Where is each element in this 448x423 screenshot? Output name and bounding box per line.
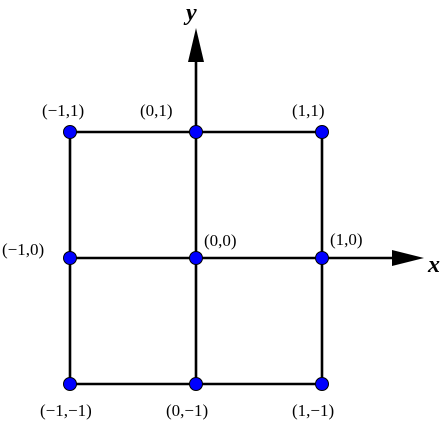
coordinate-label: (−1,−1)	[40, 401, 92, 420]
coordinate-label: (−1,0)	[2, 240, 44, 259]
grid-node	[315, 125, 329, 139]
coordinate-labels: (−1,1) (0,1) (1,1) (−1,0) (0,0) (1,0) (−1,−1) (…	[2, 101, 363, 420]
y-axis-label: y	[183, 0, 197, 26]
y-axis-arrow-icon	[188, 28, 204, 62]
grid-node	[315, 377, 329, 391]
x-axis-label: x	[427, 252, 440, 278]
grid-node	[63, 125, 77, 139]
grid-node	[315, 251, 329, 265]
grid-node	[189, 125, 203, 139]
x-axis-arrow-icon	[392, 250, 424, 266]
grid-node	[63, 377, 77, 391]
coordinate-label: (0,0)	[204, 231, 237, 250]
coordinate-label: (0,−1)	[166, 401, 208, 420]
coordinate-label: (1,−1)	[292, 401, 334, 420]
grid-node	[63, 251, 77, 265]
grid-node	[189, 377, 203, 391]
axes: x y	[183, 0, 440, 278]
coordinate-label: (−1,1)	[42, 101, 84, 120]
coordinate-label: (1,1)	[292, 101, 325, 120]
grid-node	[189, 251, 203, 265]
coordinate-label: (0,1)	[140, 101, 173, 120]
grid-nodes	[63, 125, 329, 391]
coordinate-label: (1,0)	[330, 230, 363, 249]
